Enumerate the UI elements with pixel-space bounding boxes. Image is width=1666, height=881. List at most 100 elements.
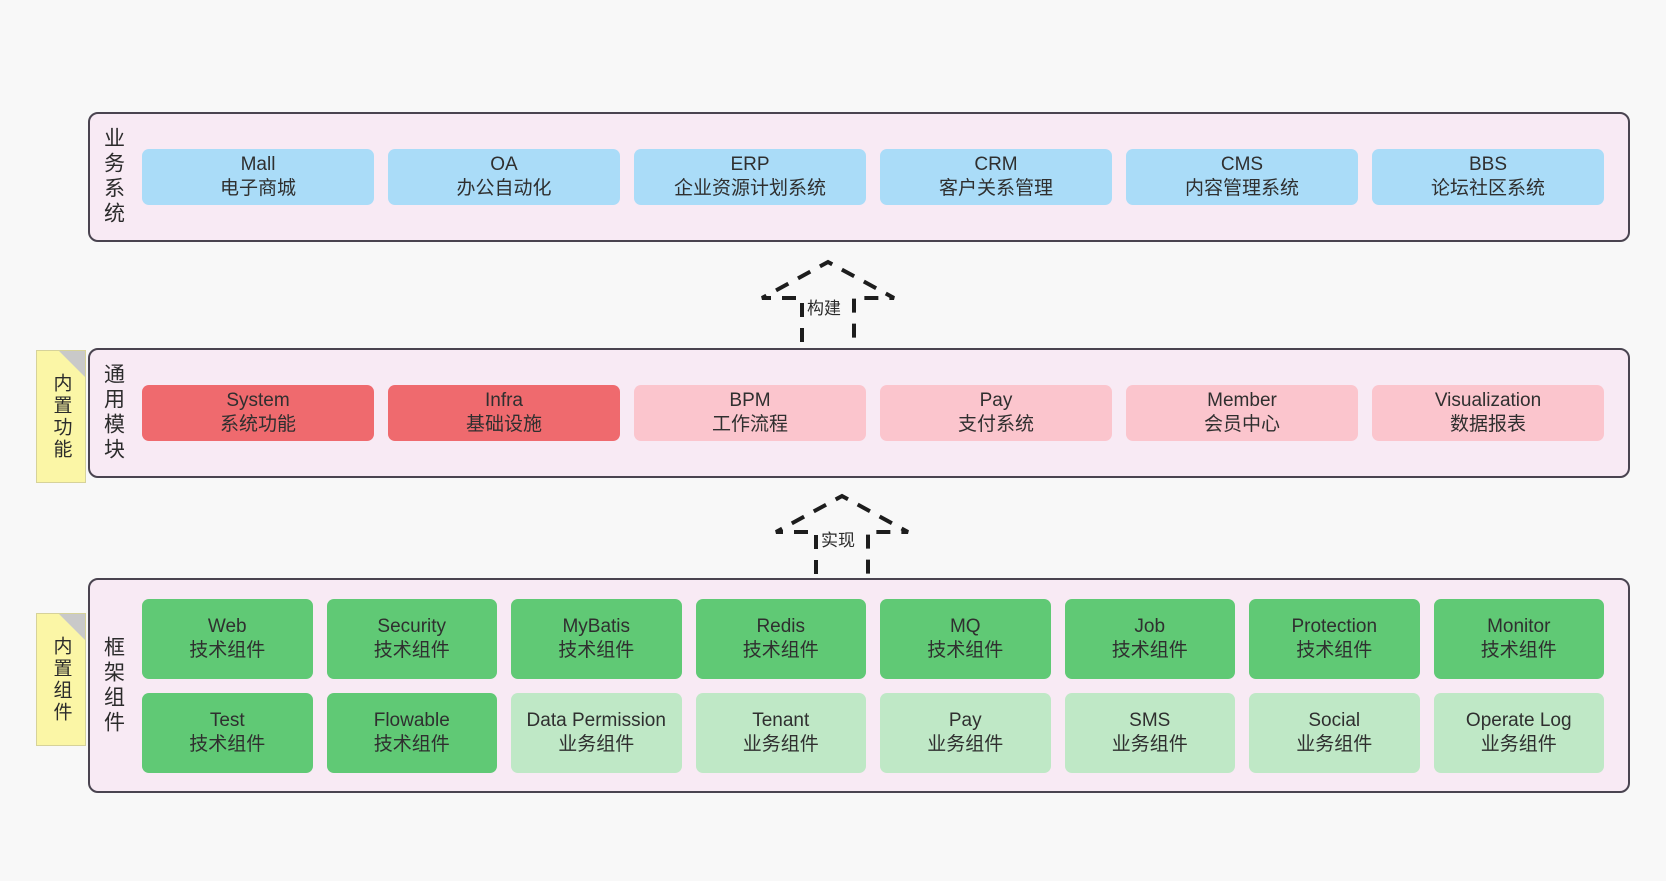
card-bpm[interactable]: BPM 工作流程	[634, 385, 866, 441]
card-subtitle: 业务组件	[1480, 733, 1557, 755]
card-subtitle: 支付系统	[957, 414, 1034, 435]
card-subtitle: 技术组件	[373, 639, 450, 661]
card-subtitle: 业务组件	[1296, 733, 1373, 755]
card-subtitle: 基础设施	[465, 414, 542, 435]
layer-business-system: 业务系统 Mall 电子商城 OA 办公自动化 ERP 企业资源计划系统 CRM…	[88, 112, 1630, 242]
card-subtitle: 数据报表	[1449, 414, 1526, 435]
card-title: Job	[1134, 615, 1166, 637]
card-flowable[interactable]: Flowable 技术组件	[326, 692, 497, 773]
card-subtitle: 工作流程	[711, 414, 788, 435]
card-mybatis[interactable]: MyBatis 技术组件	[511, 598, 682, 679]
card-row: System 系统功能 Infra 基础设施 BPM 工作流程 Pay 支付系统…	[142, 385, 1604, 441]
card-pay[interactable]: Pay 支付系统	[880, 385, 1112, 441]
card-title: Security	[377, 615, 447, 637]
card-oa[interactable]: OA 办公自动化	[388, 149, 620, 205]
card-title: Social	[1308, 709, 1361, 731]
card-subtitle: 技术组件	[742, 639, 819, 661]
card-row: Mall 电子商城 OA 办公自动化 ERP 企业资源计划系统 CRM 客户关系…	[142, 149, 1604, 205]
card-pay-business[interactable]: Pay 业务组件	[880, 692, 1051, 773]
card-title: MyBatis	[562, 615, 631, 637]
card-security[interactable]: Security 技术组件	[326, 598, 497, 679]
card-sms[interactable]: SMS 业务组件	[1064, 692, 1235, 773]
card-subtitle: 业务组件	[742, 733, 819, 755]
layer-common-module: 通用模块 System 系统功能 Infra 基础设施 BPM 工作流程 Pay…	[88, 348, 1630, 478]
card-subtitle: 内容管理系统	[1184, 178, 1299, 199]
card-title: SMS	[1129, 709, 1171, 731]
card-protection[interactable]: Protection 技术组件	[1249, 598, 1420, 679]
card-member[interactable]: Member 会员中心	[1126, 385, 1358, 441]
card-row: Test 技术组件 Flowable 技术组件 Data Permission …	[142, 692, 1604, 773]
card-redis[interactable]: Redis 技术组件	[695, 598, 866, 679]
card-subtitle: 客户关系管理	[938, 178, 1053, 199]
card-title: Member	[1207, 390, 1277, 412]
card-mall[interactable]: Mall 电子商城	[142, 149, 374, 205]
card-crm[interactable]: CRM 客户关系管理	[880, 149, 1112, 205]
card-title: Redis	[756, 615, 806, 637]
layer-framework-component-title: 框架组件	[101, 635, 125, 736]
folded-corner-icon	[59, 614, 85, 640]
card-title: System	[226, 390, 290, 412]
connector-build: 构建	[758, 258, 898, 342]
card-title: Pay	[979, 390, 1013, 412]
card-mq[interactable]: MQ 技术组件	[880, 598, 1051, 679]
card-monitor[interactable]: Monitor 技术组件	[1433, 598, 1604, 679]
card-job[interactable]: Job 技术组件	[1064, 598, 1235, 679]
card-subtitle: 技术组件	[189, 639, 266, 661]
card-subtitle: 技术组件	[189, 733, 266, 755]
card-infra[interactable]: Infra 基础设施	[388, 385, 620, 441]
card-subtitle: 业务组件	[558, 733, 635, 755]
card-data-permission[interactable]: Data Permission 业务组件	[511, 692, 682, 773]
card-web[interactable]: Web 技术组件	[142, 598, 313, 679]
card-subtitle: 会员中心	[1203, 414, 1280, 435]
card-title: Test	[209, 709, 245, 731]
card-subtitle: 技术组件	[373, 733, 450, 755]
card-title: Operate Log	[1465, 709, 1572, 731]
card-subtitle: 技术组件	[1111, 639, 1188, 661]
card-title: Web	[207, 615, 247, 637]
card-bbs[interactable]: BBS 论坛社区系统	[1372, 149, 1604, 205]
card-cms[interactable]: CMS 内容管理系统	[1126, 149, 1358, 205]
card-title: OA	[490, 154, 518, 176]
note-builtin-component-label: 内置组件	[50, 635, 72, 724]
up-arrow-dashed-icon	[775, 493, 909, 574]
card-subtitle: 业务组件	[1111, 733, 1188, 755]
card-title: Mall	[240, 154, 276, 176]
layer-business-system-title: 业务系统	[101, 127, 125, 227]
card-row: Web 技术组件 Security 技术组件 MyBatis 技术组件 Redi…	[142, 598, 1604, 679]
card-subtitle: 系统功能	[219, 414, 296, 435]
card-subtitle: 技术组件	[558, 639, 635, 661]
card-title: CRM	[974, 154, 1018, 176]
card-title: MQ	[949, 615, 981, 637]
card-title: Data Permission	[526, 709, 666, 731]
card-visualization[interactable]: Visualization 数据报表	[1372, 385, 1604, 441]
connector-implement: 实现	[772, 492, 912, 574]
card-title: ERP	[730, 154, 770, 176]
layer-framework-component: 框架组件 Web 技术组件 Security 技术组件 MyBatis 技术组件…	[88, 578, 1630, 793]
card-system[interactable]: System 系统功能	[142, 385, 374, 441]
card-operate-log[interactable]: Operate Log 业务组件	[1433, 692, 1604, 773]
card-subtitle: 办公自动化	[456, 178, 552, 199]
card-title: Visualization	[1434, 390, 1542, 412]
card-title: Protection	[1291, 615, 1378, 637]
card-title: CMS	[1220, 154, 1264, 176]
layer-business-system-body: Mall 电子商城 OA 办公自动化 ERP 企业资源计划系统 CRM 客户关系…	[136, 114, 1628, 240]
card-subtitle: 技术组件	[1296, 639, 1373, 661]
card-tenant[interactable]: Tenant 业务组件	[695, 692, 866, 773]
card-test[interactable]: Test 技术组件	[142, 692, 313, 773]
card-subtitle: 电子商城	[219, 178, 296, 199]
card-social[interactable]: Social 业务组件	[1249, 692, 1420, 773]
card-title: BBS	[1468, 154, 1508, 176]
connector-build-label: 构建	[804, 294, 844, 319]
card-subtitle: 企业资源计划系统	[673, 178, 826, 199]
layer-common-module-body: System 系统功能 Infra 基础设施 BPM 工作流程 Pay 支付系统…	[136, 350, 1628, 476]
card-subtitle: 技术组件	[927, 639, 1004, 661]
card-erp[interactable]: ERP 企业资源计划系统	[634, 149, 866, 205]
card-subtitle: 业务组件	[927, 733, 1004, 755]
card-title: Flowable	[373, 709, 450, 731]
card-subtitle: 论坛社区系统	[1430, 178, 1545, 199]
up-arrow-dashed-icon	[761, 259, 895, 342]
card-title: Pay	[948, 709, 982, 731]
folded-corner-icon	[59, 351, 85, 377]
note-builtin-function: 内置功能	[36, 350, 86, 483]
